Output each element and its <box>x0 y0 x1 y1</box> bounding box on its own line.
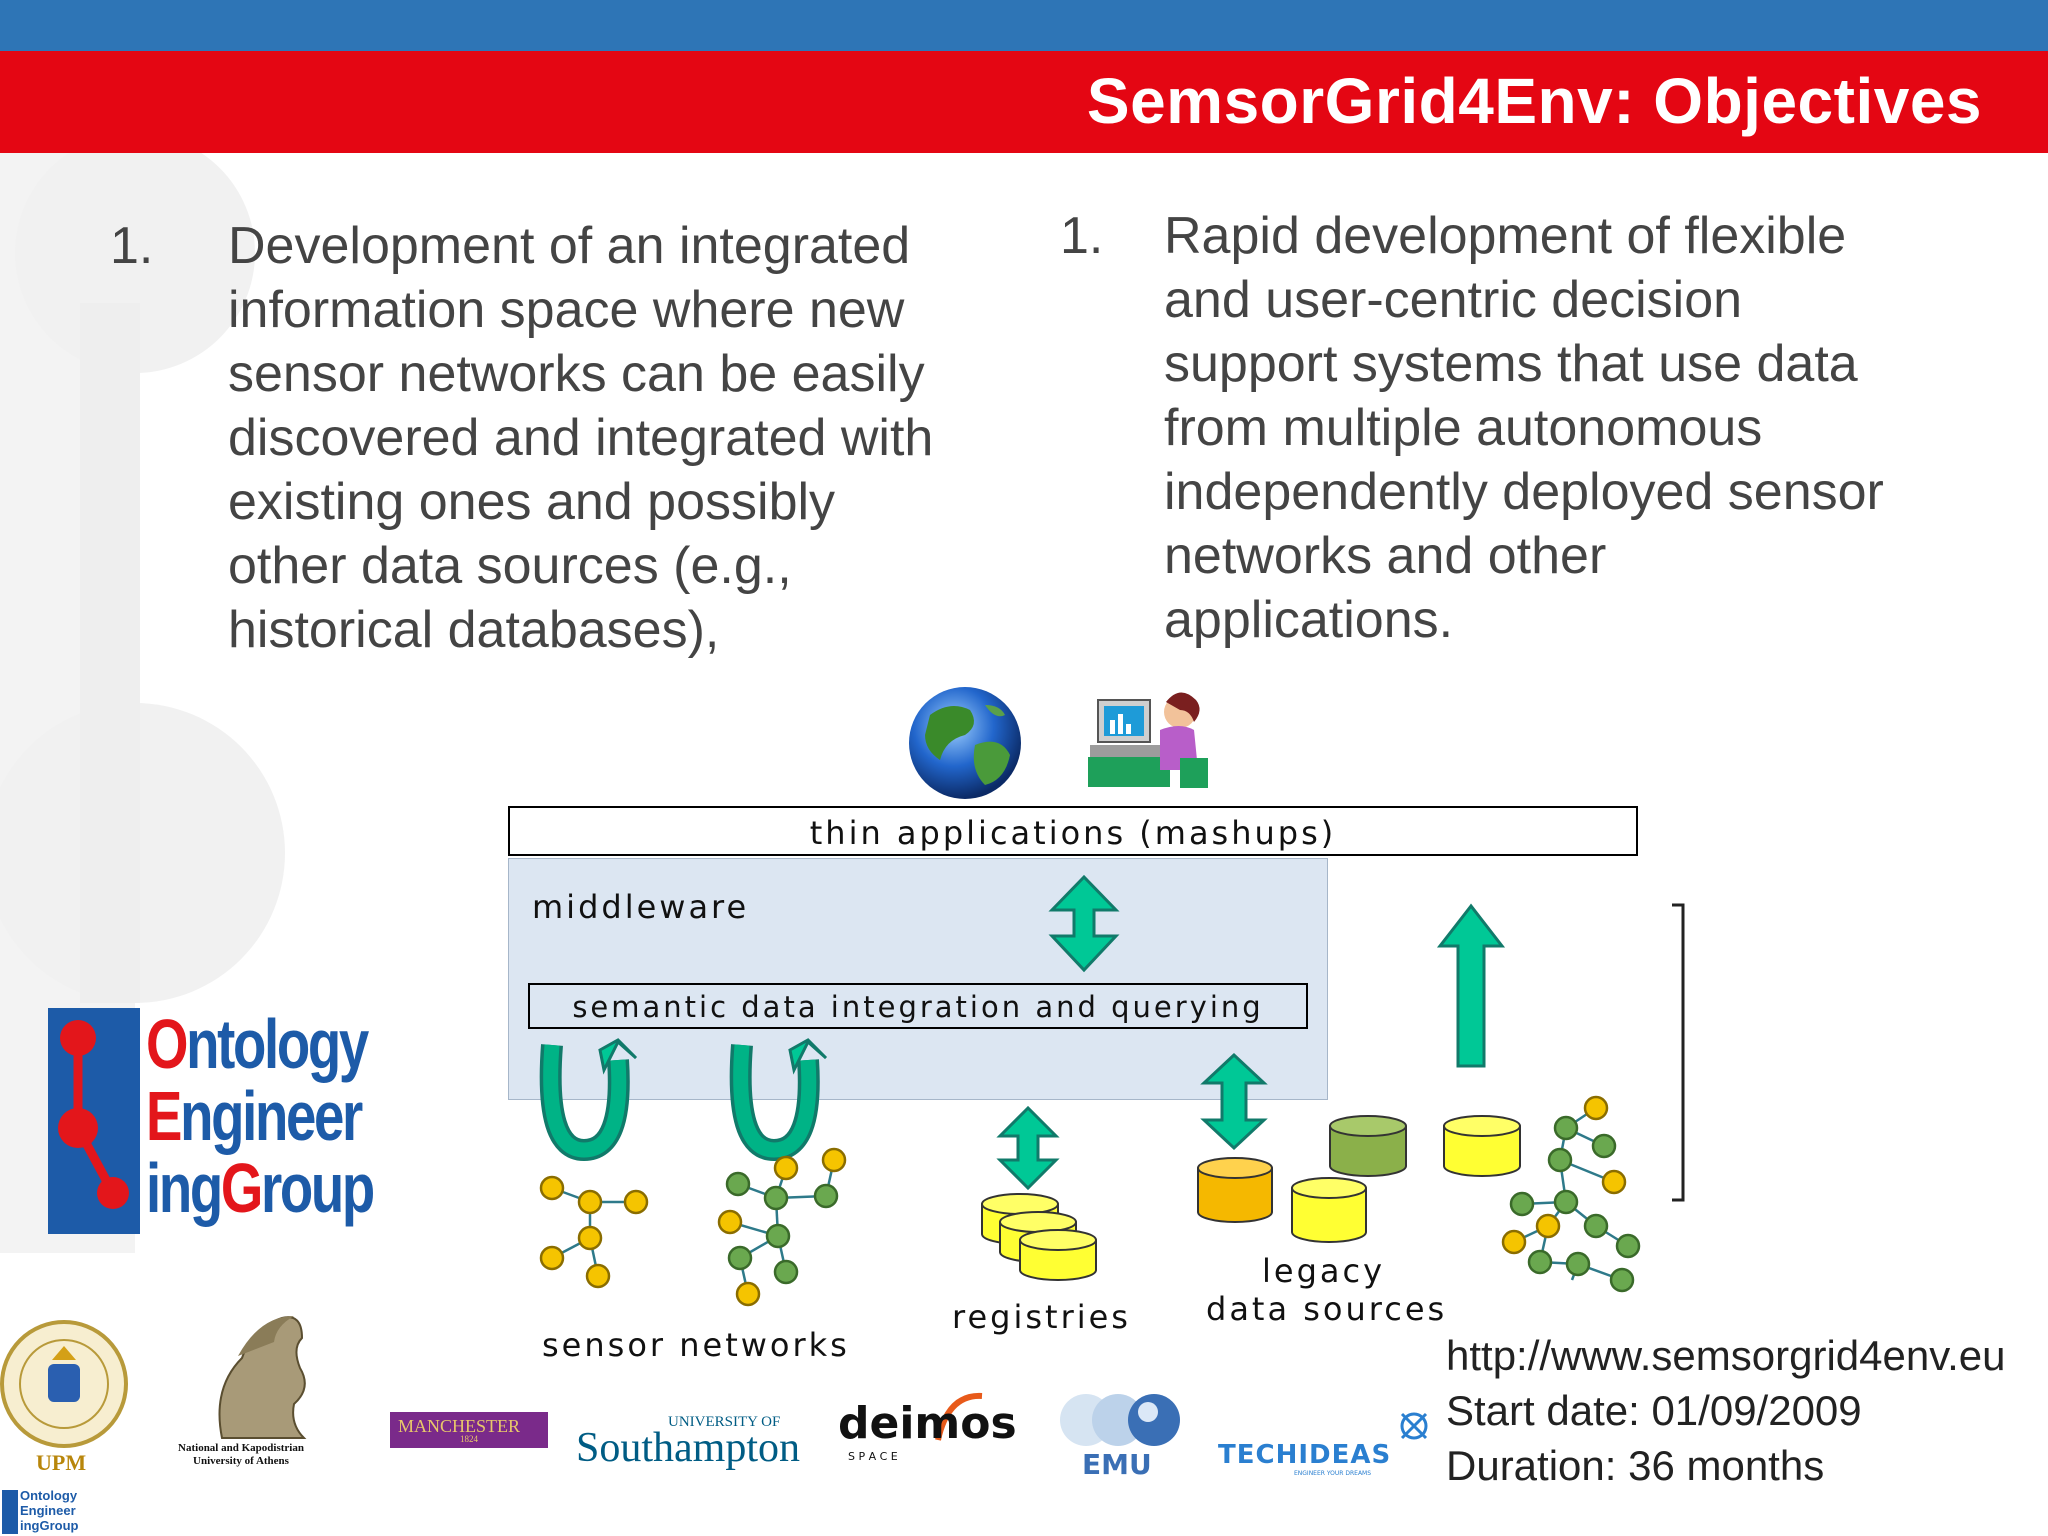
registries-label: registries <box>952 1298 1131 1336</box>
objective-text: Development of an integrated information… <box>228 217 934 659</box>
project-url[interactable]: http://www.semsorgrid4env.eu <box>1446 1332 2006 1379</box>
sensor-networks-label: sensor networks <box>542 1326 850 1364</box>
project-start-date: Start date: 01/09/2009 <box>1446 1387 1862 1434</box>
emu-logo: EMU <box>1058 1390 1188 1482</box>
legacy-label-line1: legacy <box>1262 1252 1386 1290</box>
middleware-box <box>508 858 1328 1100</box>
registries-cylinders <box>981 1193 1097 1281</box>
bracket <box>1672 903 1685 1202</box>
thin-applications-label: thin applications (mashups) <box>809 814 1337 852</box>
oeg-logo-graphic <box>48 1008 140 1234</box>
upm-seal-icon <box>0 1320 128 1448</box>
person-at-computer-icon <box>1088 692 1208 788</box>
upm-logo: UPM <box>0 1300 135 1480</box>
globe-icon <box>909 687 1021 799</box>
emu-globe-icon <box>1060 1394 1180 1446</box>
athens-logo: National and Kapodistrian University of … <box>162 1296 322 1476</box>
project-info: http://www.semsorgrid4env.eu Start date:… <box>1446 1328 2005 1493</box>
objective-number: 1. <box>110 217 154 275</box>
satellite-icon <box>1400 1412 1428 1440</box>
oeg-logo-text: Ontology Engineer ingGroup <box>146 1005 375 1227</box>
mini-oeg-logo: Ontology Engineer ingGroup <box>0 1488 80 1536</box>
deimos-logo: deimos S P A C E <box>838 1390 1017 1470</box>
sensor-network-3 <box>1501 1095 1641 1293</box>
athena-head-icon <box>218 1316 307 1439</box>
direct-access-arrow <box>1436 903 1506 1068</box>
project-duration: Duration: 36 months <box>1446 1442 1825 1489</box>
southampton-logo: UNIVERSITY OF Southampton <box>576 1414 801 1471</box>
sensor-network-1 <box>539 1175 649 1289</box>
techideas-logo: TECHIDEAS ENGINEER YOUR DREAMS <box>1218 1396 1428 1477</box>
deimos-swirl-icon <box>935 1392 983 1441</box>
top-accent-bar <box>0 0 2048 51</box>
semantic-integration-label: semantic data integration and querying <box>572 990 1264 1024</box>
slide-title: SemsorGrid4Env: Objectives <box>1086 65 1982 137</box>
sensor-network-2 <box>717 1147 847 1307</box>
objective-number: 1. <box>1060 207 1104 265</box>
legacy-label-line2: data sources <box>1206 1290 1448 1328</box>
objective-text: Rapid development of flexible and user-c… <box>1164 207 1884 649</box>
semantic-integration-box: semantic data integration and querying <box>528 983 1308 1029</box>
middleware-label: middleware <box>532 888 750 926</box>
thin-applications-box: thin applications (mashups) <box>508 806 1638 856</box>
registries-arrow <box>996 1105 1060 1191</box>
manchester-logo: MANCHESTER 1824 <box>390 1412 548 1448</box>
background-decoration <box>0 153 285 1253</box>
title-bar <box>0 51 2048 153</box>
legacy-cylinders <box>1197 1115 1521 1243</box>
